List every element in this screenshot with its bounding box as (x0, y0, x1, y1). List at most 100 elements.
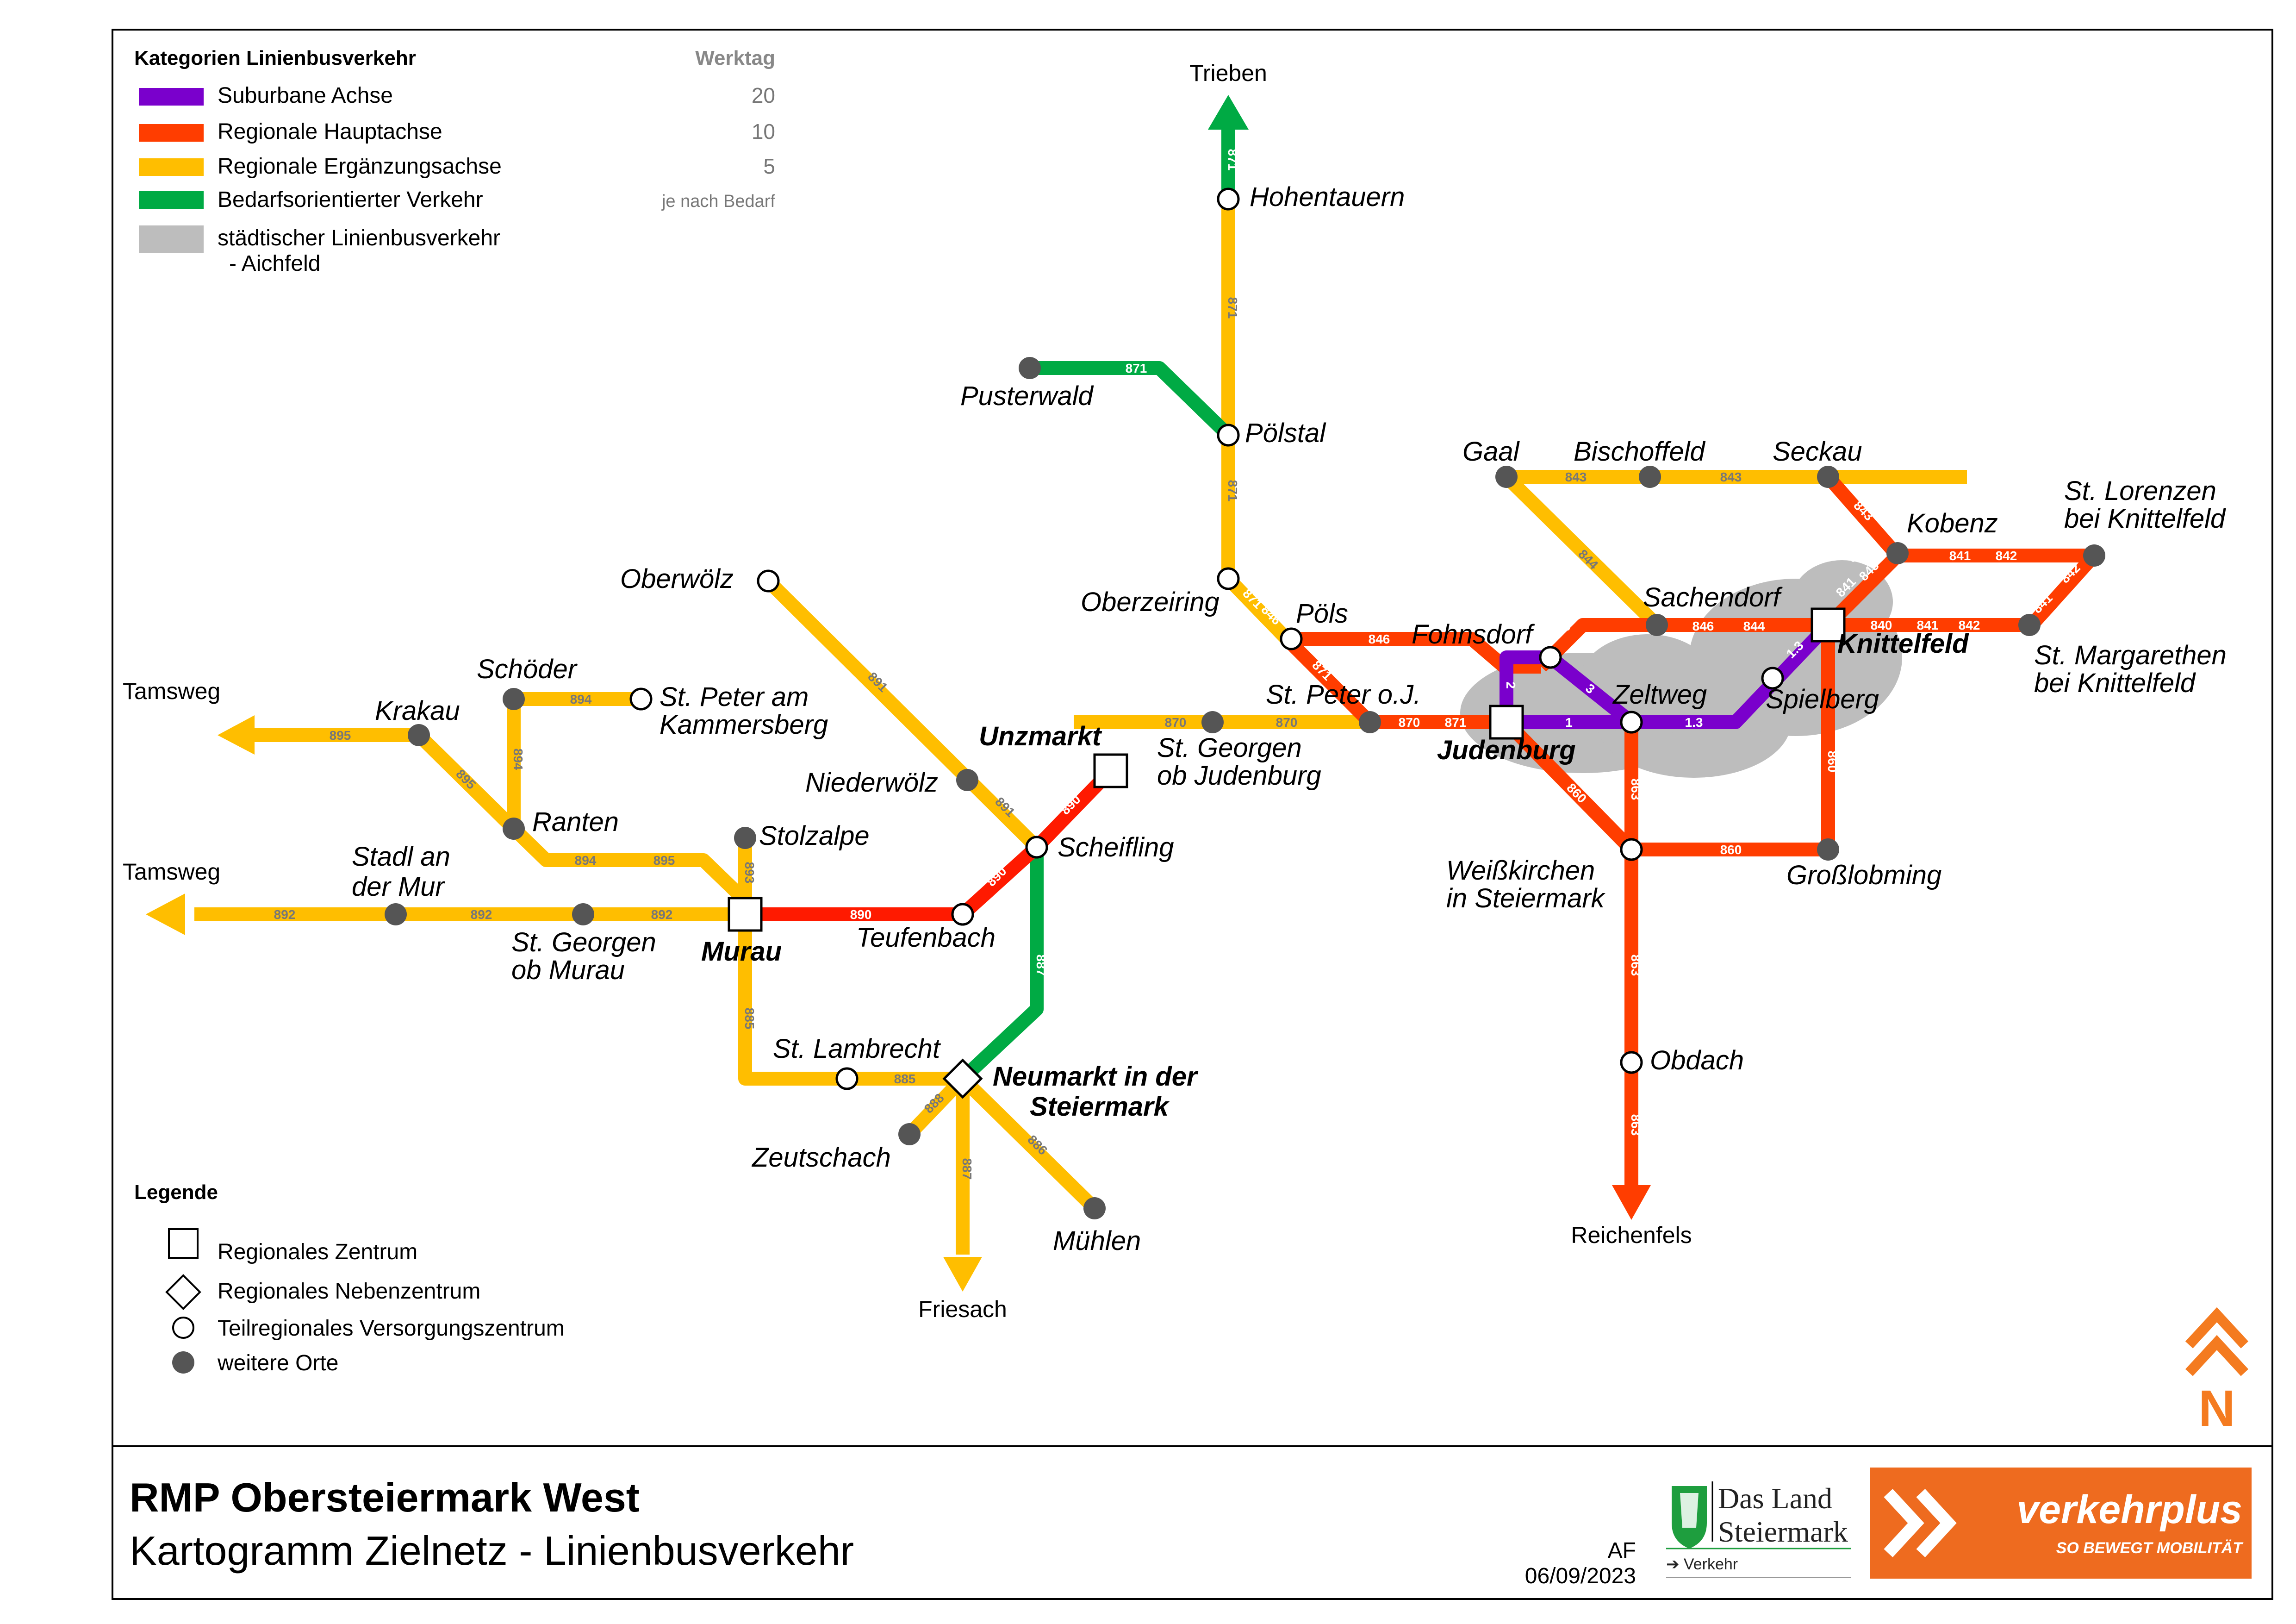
node-judenburg[interactable] (1489, 705, 1524, 740)
footer-author: AF (1608, 1538, 1636, 1563)
node-fohnsdorf[interactable] (1539, 646, 1562, 669)
node-poels[interactable] (1280, 627, 1303, 650)
verkehrplus-badge (1870, 1468, 2252, 1579)
label-weisskirchen-2: in Steiermark (1446, 883, 1606, 913)
label-st-lorenzen-1: St. Lorenzen (2064, 476, 2216, 506)
node-seckau[interactable] (1817, 466, 1839, 488)
label-krakau: Krakau (375, 696, 460, 726)
node-grosslobming[interactable] (1817, 838, 1839, 861)
regional-centres (728, 607, 1846, 1099)
label-st-lorenzen-2: bei Knittelfeld (2064, 504, 2226, 534)
line-label-1-3-a: 1.3 (1685, 715, 1703, 730)
line-label-860-c: 860 (1825, 751, 1840, 773)
node-obdach[interactable] (1620, 1051, 1643, 1074)
label-tamsweg-north: Tamsweg (123, 678, 220, 704)
legend-square-icon (168, 1228, 199, 1259)
legend-freq-regional-main: 10 (752, 119, 775, 144)
node-stadl[interactable] (385, 903, 407, 925)
legend-label-regional-main: Regionale Hauptachse (218, 119, 442, 144)
node-ranten[interactable] (503, 818, 525, 840)
node-schoeder[interactable] (503, 688, 525, 710)
node-oberzeiring[interactable] (1217, 567, 1240, 590)
label-fohnsdorf: Fohnsdorf (1412, 619, 1535, 650)
label-stadl-1: Stadl an (352, 842, 450, 872)
node-pusterwald[interactable] (1019, 357, 1041, 379)
line-label-871-a: 871 (1226, 149, 1240, 171)
label-st-georgen-murau-1: St. Georgen (511, 927, 656, 957)
red-main-lines (745, 766, 1116, 921)
label-st-lambrecht: St. Lambrecht (773, 1034, 941, 1064)
land-steiermark-logo: Das Land Steiermark ➔ Verkehr (1666, 1481, 1851, 1578)
label-niederwoelz: Niederwölz (805, 768, 938, 798)
node-oberwoelz[interactable] (757, 569, 780, 593)
land-line-1: Das Land (1718, 1482, 1832, 1515)
node-krakau[interactable] (408, 724, 430, 746)
node-gaal[interactable] (1495, 466, 1518, 488)
label-st-georgen-judenburg-2: ob Judenburg (1157, 761, 1321, 791)
node-bischoffeld[interactable] (1639, 466, 1661, 488)
line-label-890-b: 890 (850, 907, 872, 922)
node-poelstal[interactable] (1217, 424, 1240, 447)
symbol-legend: Legende Regionales Zentrum Regionales Ne… (134, 1181, 565, 1375)
label-murau: Murau (701, 937, 782, 967)
node-muehlen[interactable] (1083, 1197, 1106, 1219)
node-unzmarkt[interactable] (1093, 753, 1128, 788)
legend-subregional-centre: Teilregionales Versorgungszentrum (218, 1316, 565, 1341)
label-obdach: Obdach (1650, 1045, 1744, 1075)
node-st-peter-kammersberg[interactable] (629, 687, 653, 711)
label-spielberg: Spielberg (1766, 684, 1879, 714)
node-st-margarethen[interactable] (2018, 614, 2041, 636)
label-bischoffeld: Bischoffeld (1574, 437, 1705, 467)
line-label-863-b: 863 (1629, 955, 1643, 976)
label-schoeder: Schöder (477, 654, 578, 684)
node-murau[interactable] (728, 897, 763, 932)
line-label-1: 1 (1565, 715, 1573, 730)
label-stolzalpe: Stolzalpe (759, 821, 870, 851)
line-label-846-b: 846 (1369, 632, 1390, 646)
node-st-georgen-judenburg[interactable] (1201, 711, 1224, 733)
node-st-georgen-murau[interactable] (572, 903, 594, 925)
node-zeutschach[interactable] (898, 1123, 921, 1145)
node-sachendorf[interactable] (1646, 614, 1668, 636)
node-hohentauern[interactable] (1217, 187, 1240, 211)
outer-frame (112, 29, 2273, 1600)
line-label-870-b: 870 (1276, 715, 1298, 730)
node-stolzalpe[interactable] (734, 827, 756, 849)
node-st-peter-oj[interactable] (1359, 711, 1381, 733)
node-teufenbach[interactable] (951, 903, 974, 926)
chevron-1-icon (1884, 1489, 1924, 1557)
label-neumarkt-2: Steiermark (1030, 1092, 1170, 1122)
node-weisskirchen[interactable] (1620, 838, 1643, 861)
node-zeltweg[interactable] (1620, 711, 1643, 734)
line-label-870-a: 870 (1165, 715, 1187, 730)
direction-arrows (146, 95, 1651, 1292)
line-label-841-b: 841 (1917, 618, 1939, 632)
line-label-841-a: 841 (1949, 549, 1971, 563)
verkehrplus-name: verkehrplus (2016, 1487, 2242, 1532)
label-seckau: Seckau (1773, 437, 1862, 467)
line-label-870-c: 870 (1399, 715, 1420, 730)
node-st-lorenzen[interactable] (2083, 544, 2105, 567)
line-label-895-c: 895 (653, 853, 675, 868)
node-st-lambrecht[interactable] (835, 1067, 859, 1090)
line-label-863-a: 863 (1629, 779, 1643, 800)
verkehrplus-slogan: SO BEWEGT MOBILITÄT (2056, 1539, 2244, 1557)
legend-freq-suburban: 20 (752, 83, 775, 107)
node-kobenz[interactable] (1886, 542, 1909, 564)
land-line-2: Steiermark (1718, 1515, 1848, 1548)
label-reichenfels: Reichenfels (1571, 1222, 1692, 1248)
node-niederwoelz[interactable] (956, 769, 978, 791)
legend-label-urban-2: - Aichfeld (229, 251, 320, 276)
footer-subtitle: Kartogramm Zielnetz - Linienbusverkehr (130, 1528, 854, 1574)
node-scheifling[interactable] (1025, 836, 1048, 859)
label-scheifling: Scheifling (1058, 832, 1174, 862)
line-label-844-a: 844 (1743, 619, 1765, 633)
legend-title: Kategorien Linienbusverkehr (134, 47, 416, 69)
node-neumarkt[interactable] (942, 1058, 983, 1099)
label-st-georgen-murau-2: ob Murau (511, 955, 625, 985)
line-label-846-c: 846 (1549, 619, 1571, 633)
node-spielberg[interactable] (1761, 667, 1784, 690)
node-knittelfeld[interactable] (1811, 607, 1846, 643)
footer: RMP Obersteiermark West Kartogramm Zieln… (130, 1468, 2252, 1588)
